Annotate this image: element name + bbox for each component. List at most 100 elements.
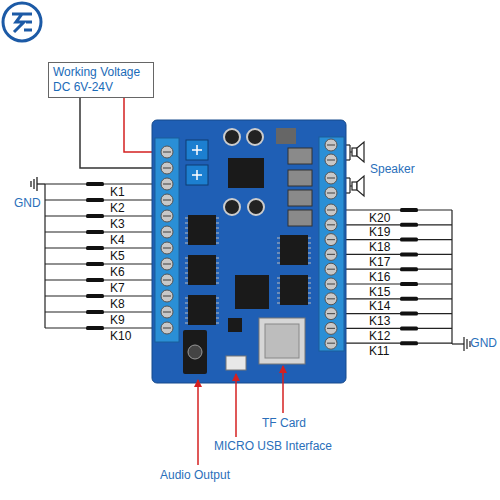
pcb-board-part <box>188 345 202 359</box>
pcb-board-part-part <box>277 248 280 249</box>
right-switch-wires-part <box>400 326 418 330</box>
pcb-board-part-part <box>216 243 219 244</box>
pcb-board-part-part <box>185 313 188 314</box>
pcb-board-part-part <box>185 218 188 219</box>
left-switch-wires-part <box>45 247 86 248</box>
right-switch-wires-part <box>418 239 452 240</box>
pcb-board-part-part <box>308 283 311 284</box>
right-switch-wires-part <box>418 313 452 314</box>
pcb-board-part-part <box>308 253 311 254</box>
left-switch-wires-part <box>86 262 104 266</box>
pcb-board-part <box>280 235 308 265</box>
left-switch-wires-part <box>86 182 104 186</box>
pcb-board-part-part <box>325 263 337 275</box>
pcb-board-part-part <box>277 293 280 294</box>
left-switch-wires-part <box>45 327 86 328</box>
right-switch-wires-part <box>418 283 452 284</box>
right-bus-wire-part <box>452 343 464 344</box>
left-switch-wires-part <box>45 311 86 312</box>
right-switch-wires-part <box>418 298 452 299</box>
pcb-board-part-part <box>277 298 280 299</box>
right-switch-wires-part <box>400 208 418 212</box>
pcb-board-part <box>183 330 207 374</box>
right-switch-wires-part <box>418 224 452 225</box>
pcb-board-part-part <box>216 228 219 229</box>
pcb-board-part-part <box>308 303 311 304</box>
left-switch-wires-part <box>45 263 86 264</box>
pcb-board-part-part <box>161 146 173 158</box>
switch-label: K20 <box>369 212 390 225</box>
left-switch-wires-part <box>45 199 86 200</box>
pcb-board-part-part <box>327 343 335 344</box>
pcb-board-part-part <box>161 226 173 238</box>
left-switch-wires-part <box>86 278 104 282</box>
pcb-board-part-part <box>163 327 171 328</box>
pcb-board-part-part <box>327 159 335 160</box>
right-switch-wires-part <box>400 312 418 316</box>
pcb-board-part-part <box>163 151 171 152</box>
pcb-board-part <box>288 190 312 206</box>
pcb-board-part-part <box>185 303 188 304</box>
right-bus-wire-part <box>463 337 464 351</box>
pcb-board-part-part <box>327 144 335 145</box>
left-switch-wires <box>45 182 160 330</box>
pcb-board-part-part <box>163 199 171 200</box>
pcb-board-part-part <box>277 253 280 254</box>
brand-logo <box>3 3 41 41</box>
right-bus-wire <box>452 210 470 351</box>
pcb-board-part-part <box>216 218 219 219</box>
left-switch-wires-part <box>86 310 104 314</box>
pcb-board-part-part <box>161 210 173 222</box>
pcb-board-part <box>259 318 305 364</box>
pcb-board-part-part <box>163 231 171 232</box>
pcb-board-part <box>288 148 312 164</box>
pcb-board-part-part <box>325 154 337 166</box>
pcb-board-part-part <box>185 283 188 284</box>
pcb-board-part-part <box>216 308 219 309</box>
pcb-board-part-part <box>325 278 337 290</box>
left-switch-wires-part <box>86 246 104 250</box>
right-switch-wires-part <box>418 343 452 344</box>
pcb-board-part-part <box>277 283 280 284</box>
left-ground-symbol-part <box>30 181 31 187</box>
pcb-board-part <box>192 145 202 180</box>
pcb-board-part-part <box>185 308 188 309</box>
speaker-symbols-part <box>357 176 364 196</box>
right-switch-wires-part <box>400 297 418 301</box>
right-switch-wires-part <box>418 254 452 255</box>
left-switch-wires-part <box>45 295 86 296</box>
pcb-board-part <box>280 275 308 305</box>
pcb-board-part-part <box>327 177 335 178</box>
pcb-board-part-part <box>308 258 311 259</box>
right-switch-wires-part <box>418 328 452 329</box>
pcb-board-part-part <box>185 238 188 239</box>
pcb-board-part-part <box>216 283 219 284</box>
pcb-board-part-part <box>325 139 337 151</box>
switch-label: K11 <box>369 345 389 358</box>
switch-label: K9 <box>110 314 125 327</box>
audio-output-label: Audio Output <box>160 469 230 482</box>
left-switch-wires-part <box>86 230 104 234</box>
pcb-board-part-part <box>216 273 219 274</box>
pcb-board-part <box>288 210 312 226</box>
switch-label: K10 <box>110 330 131 343</box>
pcb-board-part-part <box>185 233 188 234</box>
right-switch-wires-part <box>340 209 400 210</box>
pcb-board-part-part <box>163 167 171 168</box>
pcb-board-part-part <box>325 204 337 216</box>
right-bus-wire-part <box>466 339 467 349</box>
left-ground-symbol-part <box>33 179 34 189</box>
pcb-board-part-part <box>327 298 335 299</box>
pcb-board-part-part <box>325 172 337 184</box>
pcb-board-part-part <box>216 238 219 239</box>
pcb-board-part-part <box>277 288 280 289</box>
pcb-board-part-part <box>277 258 280 259</box>
pcb-board-part <box>235 275 269 309</box>
pcb-board-part-part <box>216 233 219 234</box>
pcb-board-part-part <box>327 224 335 225</box>
speaker-symbols-part <box>357 142 364 162</box>
brand-logo-part <box>12 14 32 32</box>
pcb-board-part-part <box>161 290 173 302</box>
pcb-board-part-part <box>216 323 219 324</box>
pcb-board-part-part <box>325 187 337 199</box>
